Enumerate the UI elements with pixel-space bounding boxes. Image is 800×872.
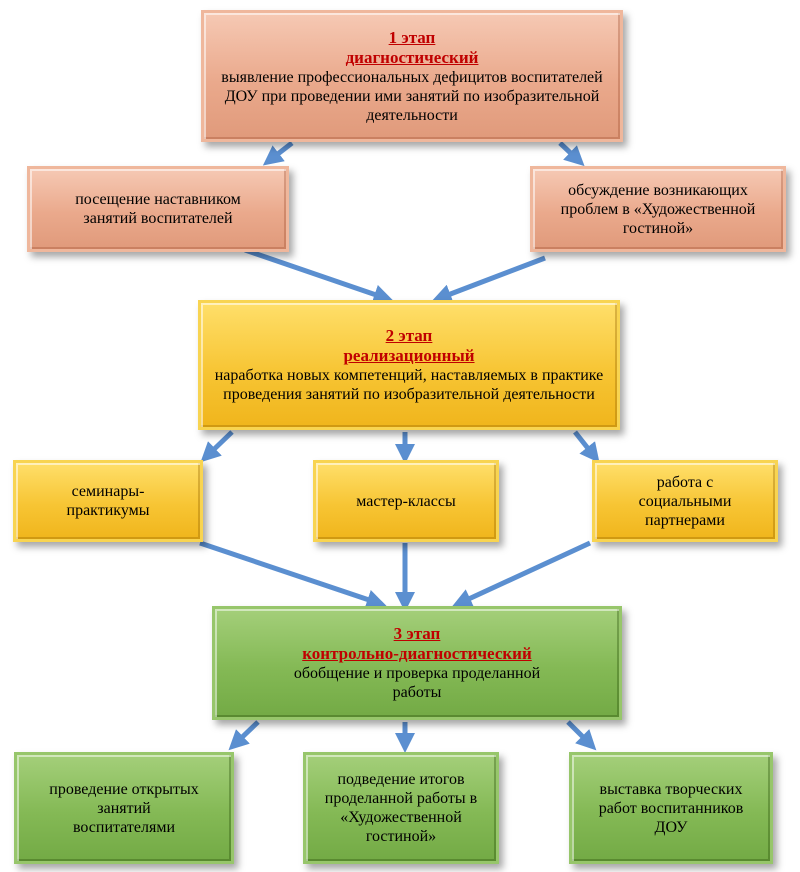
stage-2-description: наработка новых компетенций, наставляемы… (214, 367, 604, 403)
stage-2-item-masterclasses-label: мастер-классы (356, 492, 456, 510)
stage-3-item-exhibition: выставка творческих работ воспитанников … (569, 752, 773, 864)
stage-2-item-masterclasses: мастер-классы (313, 460, 499, 542)
stage-3-item-exhibition-label: выставка творческих работ воспитанников … (598, 780, 744, 836)
stage-1-item-visits-label: посещение наставником занятий воспитател… (75, 191, 241, 227)
arrow-stage2-to-partners (573, 430, 600, 464)
stage-3-title: 3 этап (393, 624, 441, 643)
stage-3-item-open-lessons-label: проведение открытых занятий воспитателям… (49, 780, 199, 836)
stage-3-item-open-lessons: проведение открытых занятий воспитателям… (14, 752, 234, 864)
stage-3-item-summary-label: подведение итогов проделанной работы в «… (324, 771, 478, 845)
stage-2-item-partners-label: работа с социальными партнерами (638, 473, 732, 529)
arrow-stage2-to-seminars (200, 430, 234, 463)
arrow-stage1-to-visits (262, 141, 294, 166)
stage-2-title: 2 этап (385, 326, 433, 345)
stage-2-box: 2 этап реализационный наработка новых ко… (198, 300, 620, 430)
arrow-stage1-to-discussion (558, 141, 585, 167)
stage-3-box: 3 этап контрольно-диагностический обобще… (212, 606, 622, 720)
stage-1-description: выявление профессиональных дефицитов вос… (221, 68, 603, 124)
stage-1-item-visits: посещение наставником занятий воспитател… (27, 166, 289, 252)
stage-1-name: диагностический (345, 47, 479, 67)
stage-3-description: обобщение и проверка проделанной работы (293, 665, 541, 701)
stage-2-item-seminars: семинары-практикумы (13, 460, 203, 542)
arrow-seminars-to-stage3 (199, 540, 387, 609)
arrow-partners-to-stage3 (451, 540, 592, 608)
stage-1-box: 1 этап диагностический выявление професс… (201, 10, 623, 142)
arrow-discussion-to-stage2 (431, 255, 546, 304)
stage-3-item-summary: подведение итогов проделанной работы в «… (303, 752, 499, 864)
arrow-visits-to-stage2 (244, 247, 394, 304)
stage-2-name: реализационный (343, 346, 475, 365)
stage-1-title: 1 этап (388, 27, 436, 47)
stage-2-item-seminars-label: семинары-практикумы (66, 483, 150, 519)
stage-3-name: контрольно-диагностический (302, 644, 532, 663)
stage-1-item-discussion: обсуждение возникающих проблем в «Художе… (530, 166, 786, 252)
arrow-stage3-to-exhibition (566, 720, 597, 751)
stage-2-item-partners: работа с социальными партнерами (592, 460, 778, 542)
arrow-stage3-to-open-lessons (228, 720, 260, 751)
stage-1-item-discussion-label: обсуждение возникающих проблем в «Художе… (560, 181, 756, 237)
